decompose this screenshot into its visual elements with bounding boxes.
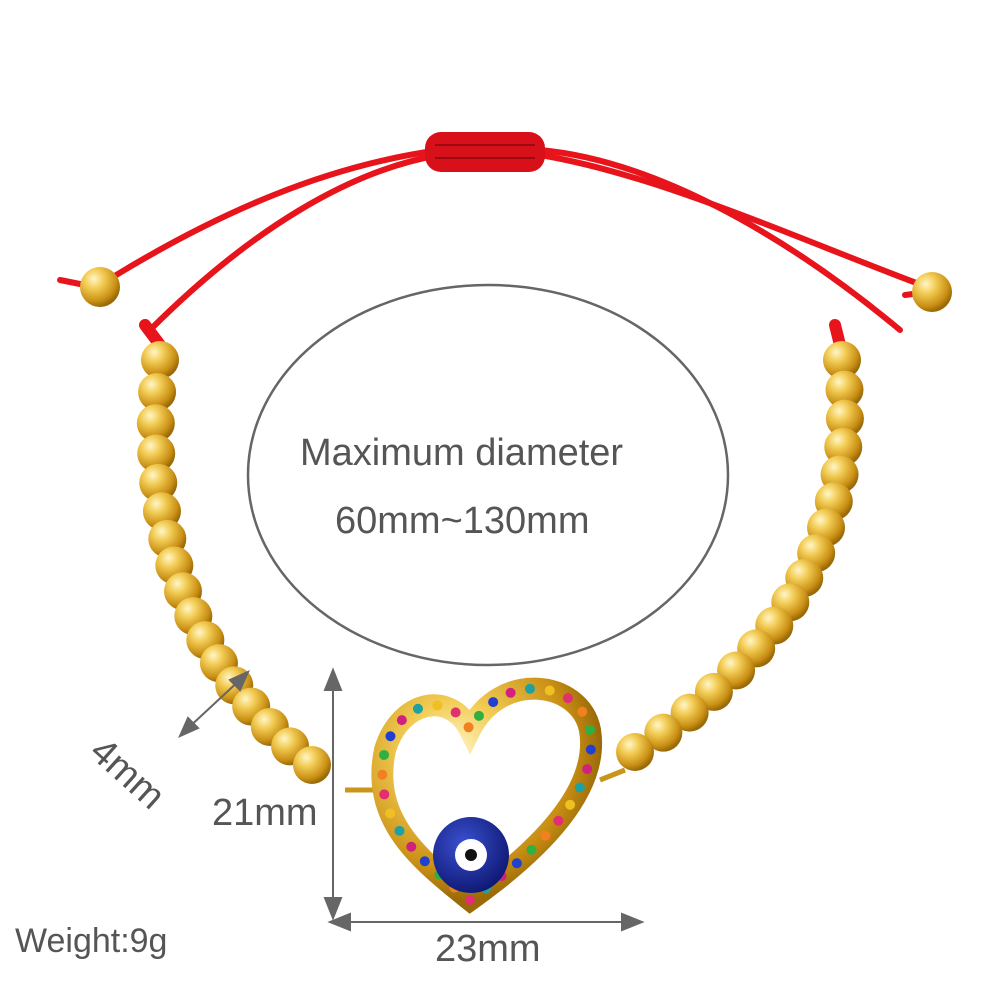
gold-bead bbox=[825, 370, 864, 409]
gem-stone bbox=[465, 895, 475, 905]
gold-bead bbox=[644, 713, 683, 752]
end-bead-right bbox=[912, 272, 952, 312]
gold-bead bbox=[823, 341, 861, 379]
gem-stone bbox=[526, 844, 537, 855]
weight-label: Weight:9g bbox=[15, 922, 168, 960]
gem-stone bbox=[524, 683, 535, 694]
gem-stone bbox=[544, 685, 555, 696]
gem-stone bbox=[540, 830, 551, 841]
dimension-arrows bbox=[178, 667, 645, 932]
gold-bead bbox=[139, 463, 178, 502]
gem-stone bbox=[577, 706, 588, 717]
gem-stone bbox=[377, 769, 388, 780]
gold-bead bbox=[616, 733, 654, 771]
gold-bead bbox=[670, 693, 709, 732]
gem-stone bbox=[473, 710, 484, 721]
diameter-range: 60mm~130mm bbox=[335, 500, 590, 542]
gem-stone bbox=[412, 703, 423, 714]
gold-bead bbox=[293, 746, 331, 784]
gem-stone bbox=[488, 697, 499, 708]
gem-stone bbox=[432, 700, 443, 711]
gem-stone bbox=[379, 749, 390, 760]
heart-charm bbox=[345, 677, 626, 914]
gem-stone bbox=[565, 799, 576, 810]
diameter-circle bbox=[246, 283, 730, 667]
gold-bead bbox=[137, 434, 176, 473]
gem-stone bbox=[419, 856, 430, 867]
gold-bead bbox=[136, 404, 175, 443]
gem-stone bbox=[505, 687, 516, 698]
gem-stone bbox=[385, 731, 396, 742]
gem-stone bbox=[396, 715, 407, 726]
gem-stone bbox=[406, 841, 417, 852]
gem-stone bbox=[394, 825, 405, 836]
gold-bead bbox=[141, 341, 179, 379]
gem-stone bbox=[553, 815, 564, 826]
gem-stone bbox=[582, 764, 593, 775]
width-label: 23mm bbox=[435, 928, 541, 970]
red-cord bbox=[57, 147, 948, 351]
height-label: 21mm bbox=[212, 792, 318, 834]
gem-stone bbox=[562, 693, 573, 704]
gem-stone bbox=[585, 744, 596, 755]
gem-stone bbox=[379, 789, 390, 800]
sliding-knot bbox=[425, 132, 545, 172]
gem-stone bbox=[574, 782, 585, 793]
gem-stone bbox=[463, 722, 474, 733]
gem-stone bbox=[385, 808, 396, 819]
gold-bead bbox=[824, 427, 863, 466]
diameter-title: Maximum diameter bbox=[300, 432, 624, 474]
gold-bead bbox=[138, 373, 177, 412]
gold-bead bbox=[825, 399, 864, 438]
gem-stone bbox=[584, 724, 595, 735]
end-bead-left bbox=[80, 267, 120, 307]
gold-beads bbox=[136, 341, 864, 784]
gem-stone bbox=[450, 707, 461, 718]
gem-stone bbox=[511, 858, 522, 869]
